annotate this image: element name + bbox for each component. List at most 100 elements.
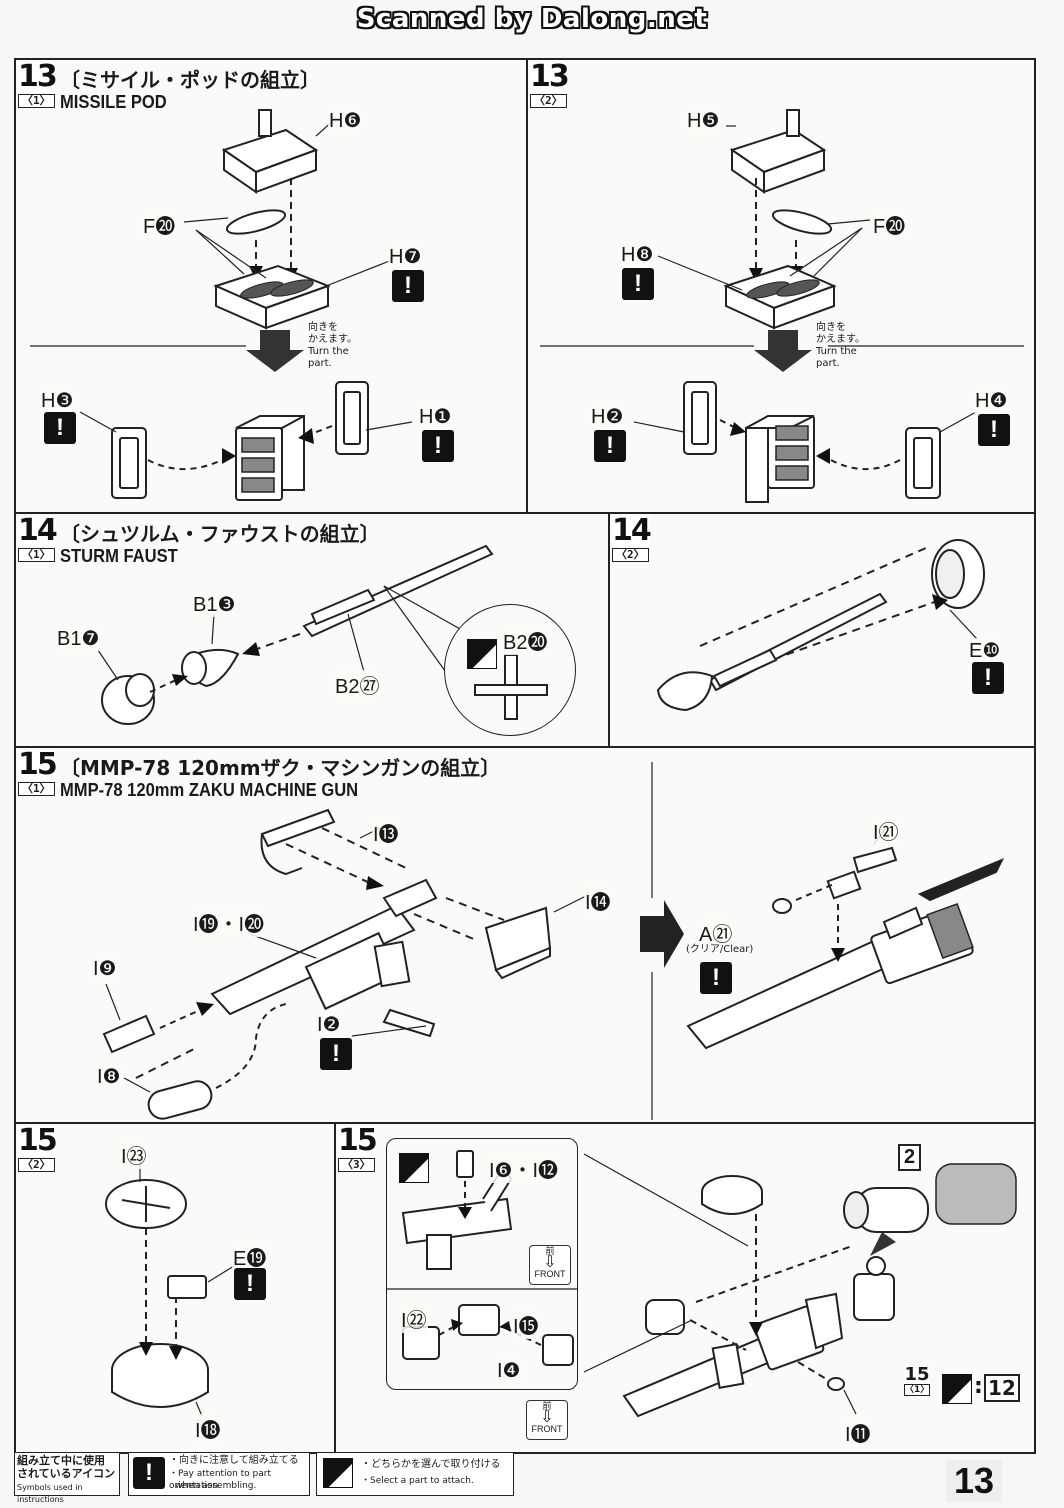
part-label-b1-3: B1❸: [192, 592, 237, 617]
missile-pod-diagram-2: [540, 109, 1024, 503]
choose-one-icon: [467, 639, 497, 669]
exclamation-warning-icon: !: [422, 430, 454, 462]
step13-panel-2: 13 〈2〉: [526, 58, 1036, 514]
part-label-i8: I❽: [96, 1064, 122, 1089]
part-label-h6: H❻: [328, 108, 363, 133]
part-label-i19-i20: I⓳・I⓴: [192, 908, 266, 937]
step-reference-15-1: 15 〈1〉: [904, 1366, 930, 1396]
part-label-i21: I㉑: [872, 816, 900, 845]
b2-20-part-diagram: [474, 654, 548, 720]
choose-ref-number: 12: [984, 1374, 1020, 1402]
exclamation-warning-icon: !: [320, 1038, 352, 1070]
part-label-h2: H❷: [590, 404, 625, 429]
sturm-faust-diagram: [97, 544, 494, 725]
step-number: 13: [530, 59, 570, 94]
turn-part-note: 向きを かえます。 Turn the part.: [816, 322, 865, 370]
sub-step-number: 〈3〉: [338, 1158, 375, 1172]
ref-step-number: 15: [904, 1364, 930, 1385]
part-label-i18: I⓲: [194, 1414, 222, 1443]
exclamation-warning-icon: !: [594, 430, 626, 462]
step-number: 14: [612, 513, 652, 548]
ref-sub-number: 〈1〉: [904, 1384, 930, 1396]
part-label-e19: E⓳: [232, 1242, 268, 1271]
step-title-en: MMP-78 120mm ZAKU MACHINE GUN: [60, 780, 359, 800]
legend-warning: ! ・向きに注意して組み立てる ・Pay attention to part o…: [128, 1452, 310, 1496]
exclamation-warning-icon: !: [234, 1268, 266, 1300]
legend-title-jp-1: 組み立て中に使用: [17, 1454, 105, 1467]
legend-title-jp-2: されているアイコン: [17, 1467, 116, 1480]
part-label-i13: I⓭: [372, 818, 400, 847]
part-label-h7: H❼: [388, 244, 423, 269]
turn-note-jp-1: 向きを: [816, 322, 846, 333]
exclamation-warning-icon: !: [972, 662, 1004, 694]
sub-step-number: 〈1〉: [18, 548, 55, 562]
turn-note-jp-1: 向きを: [308, 322, 338, 333]
part-label-i15: I⓯: [512, 1310, 540, 1339]
step-title-en: MISSILE POD: [60, 92, 167, 112]
part-label-b2-27: B2㉗: [334, 670, 381, 699]
turn-note-jp-2: かえます。: [816, 334, 865, 345]
missile-pod-diagram-top: [30, 109, 413, 501]
step-number: 13: [18, 59, 58, 94]
part-label-b1-7: B1❼: [56, 626, 101, 651]
turn-part-note: 向きを かえます。 Turn the part.: [308, 322, 357, 370]
step-title-jp: 〔MMP-78 120mmザク・マシンガンの組立〕: [60, 756, 501, 780]
front-label-en: FRONT: [534, 1269, 566, 1279]
exclamation-warning-icon: !: [700, 962, 732, 994]
step13-panel-1: 13 〈1〉 〔ミサイル・ポッドの組立〕 MISSILE POD: [14, 58, 530, 514]
step15-panel-2: 15 〈2〉 I㉓ E⓳ ! I⓲: [14, 1122, 338, 1454]
step15-panel-1: 15 〈1〉 〔MMP-78 120mmザク・マシンガンの組立〕 MMP-78 …: [14, 746, 1036, 1126]
part-label-i6-i12: I❻・I⓬: [488, 1154, 560, 1183]
arrow-down-icon: ⇩: [543, 1254, 557, 1271]
machine-gun-diagram: [102, 762, 1005, 1120]
part-label-i14: I⓮: [584, 886, 612, 915]
exclamation-warning-icon: !: [622, 268, 654, 300]
legend-choose-en: ・Select a part to attach.: [361, 1476, 474, 1486]
exclamation-warning-icon: !: [44, 412, 76, 444]
part-label-i2: I❷: [316, 1012, 342, 1037]
step-number: 15: [338, 1123, 378, 1158]
legend-warning-en-1: ・Pay attention to part orientation: [169, 1469, 271, 1491]
step14-panel-1: 14 〈1〉 〔シュツルム・ファウストの組立〕 STURM FAUST: [14, 512, 614, 750]
step-number: 15: [18, 747, 58, 782]
clear-part-note: (クリア/Clear): [686, 944, 754, 955]
front-label-jp: 前: [545, 1246, 555, 1256]
turn-note-en-1: Turn the: [308, 346, 349, 357]
part-label-i11: I⓫: [844, 1418, 872, 1447]
icon-legend-title: 組み立て中に使用 されているアイコン Symbols used in instr…: [14, 1452, 120, 1504]
step-title-jp: 〔シュツルム・ファウストの組立〕: [60, 522, 380, 546]
page-number: 13: [945, 1460, 1002, 1502]
step-number: 15: [18, 1123, 58, 1158]
final-assembly-diagram: [583, 1153, 1017, 1418]
part-label-a21: A㉑: [698, 918, 734, 947]
part-label-h1: H❶: [418, 404, 453, 429]
legend-warning-en-2: when assembling.: [175, 1481, 257, 1491]
part-label-i22: I㉒: [400, 1304, 428, 1333]
step-reference-2: 2: [898, 1144, 922, 1171]
part-label-h8: H❽: [620, 242, 655, 267]
part-label-i9: I❾: [92, 956, 118, 981]
exclamation-warning-icon: !: [133, 1457, 165, 1489]
part-label-f20: F⓴: [142, 210, 177, 239]
choose-one-icon: [399, 1153, 429, 1183]
sub-step-number: 〈2〉: [530, 94, 567, 108]
legend-title-en: Symbols used in instructions: [17, 1483, 83, 1504]
front-label-en: FRONT: [531, 1424, 563, 1434]
turn-note-en-1: Turn the: [816, 346, 857, 357]
legend-warning-jp: ・向きに注意して組み立てる: [169, 1455, 299, 1466]
step-title-jp: 〔ミサイル・ポッドの組立〕: [60, 68, 320, 92]
part-label-h3: H❸: [40, 388, 75, 413]
scan-banner: Scanned by Dalong.net: [356, 4, 708, 34]
part-label-i4: I❹: [496, 1358, 522, 1383]
sturm-faust-diagram-2: [656, 539, 985, 712]
front-direction-tag: 前 ⇩ FRONT: [529, 1245, 571, 1285]
part-label-b2-20: B2⓴: [502, 626, 549, 655]
turn-note-en-2: part.: [816, 358, 840, 369]
step14-panel-2: 14 〈2〉 E❿ !: [608, 512, 1036, 750]
front-label-jp: 前: [542, 1401, 552, 1411]
exclamation-warning-icon: !: [978, 414, 1010, 446]
part-label-h4: H❹: [974, 388, 1009, 413]
part-label-i23: I㉓: [120, 1140, 148, 1169]
legend-choose-jp: ・どちらかを選んで取り付ける: [361, 1459, 501, 1470]
turn-note-jp-2: かえます。: [308, 334, 357, 345]
